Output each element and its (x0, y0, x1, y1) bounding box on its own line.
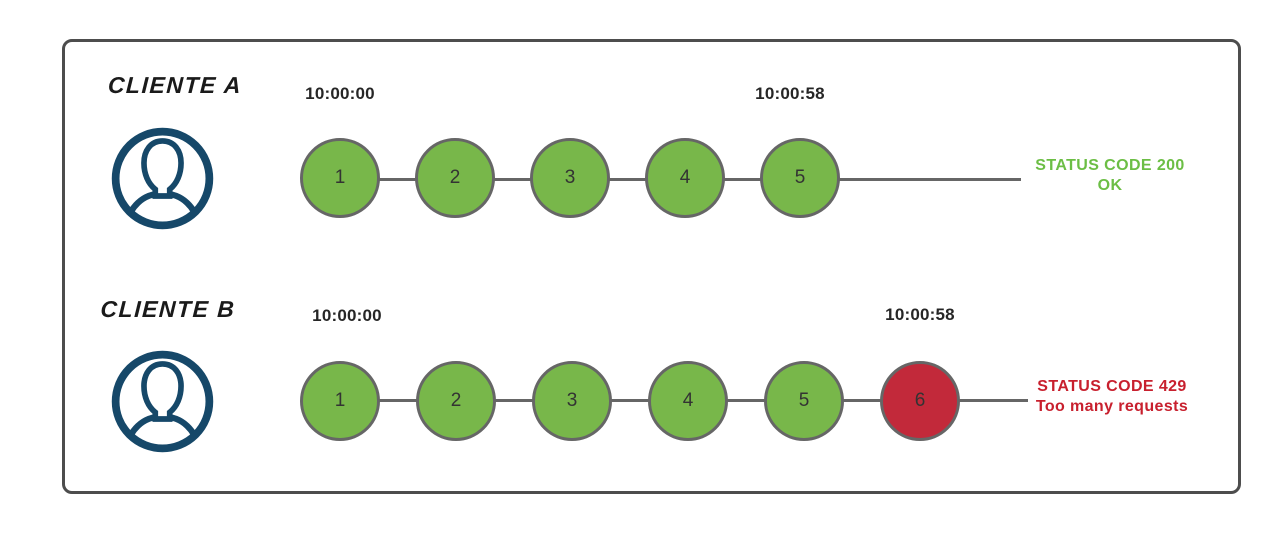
client-a-status-text: STATUS CODE 200 OK (1026, 156, 1194, 196)
request-number: 4 (679, 167, 691, 188)
status-code-line: STATUS CODE 200 (1035, 157, 1185, 174)
status-message-line: OK (1097, 177, 1123, 194)
client-a-start-time: 10:00:00 (305, 84, 375, 103)
client-b-end-time: 10:00:58 (885, 305, 955, 324)
request-number: 3 (566, 390, 578, 411)
client-b-label: CLIENTE B (99, 296, 237, 322)
request-circle: 5 (764, 361, 844, 441)
request-circle-blocked: 6 (880, 361, 960, 441)
request-number: 2 (450, 390, 462, 411)
request-circle: 2 (416, 361, 496, 441)
status-message-line: Too many requests (1035, 398, 1189, 415)
request-circle: 1 (300, 138, 380, 218)
request-circle: 4 (648, 361, 728, 441)
request-circle: 5 (760, 138, 840, 218)
request-number: 3 (564, 167, 576, 188)
request-number: 6 (914, 390, 926, 411)
request-number: 4 (682, 390, 694, 411)
request-circle: 3 (532, 361, 612, 441)
client-b-start-time: 10:00:00 (312, 306, 382, 325)
request-number: 2 (449, 167, 461, 188)
diagram-frame (62, 39, 1241, 494)
user-avatar-icon (111, 127, 214, 230)
request-number: 1 (334, 390, 346, 411)
request-circle: 2 (415, 138, 495, 218)
client-a-end-time: 10:00:58 (755, 84, 825, 103)
client-b-status-text: STATUS CODE 429 Too many requests (1026, 377, 1198, 417)
request-circle: 4 (645, 138, 725, 218)
request-number: 1 (334, 167, 346, 188)
user-avatar-icon (111, 350, 214, 453)
status-code-line: STATUS CODE 429 (1037, 378, 1187, 395)
request-number: 5 (798, 390, 810, 411)
request-circle: 1 (300, 361, 380, 441)
client-a-label: CLIENTE A (107, 72, 243, 98)
request-circle: 3 (530, 138, 610, 218)
request-number: 5 (794, 167, 806, 188)
